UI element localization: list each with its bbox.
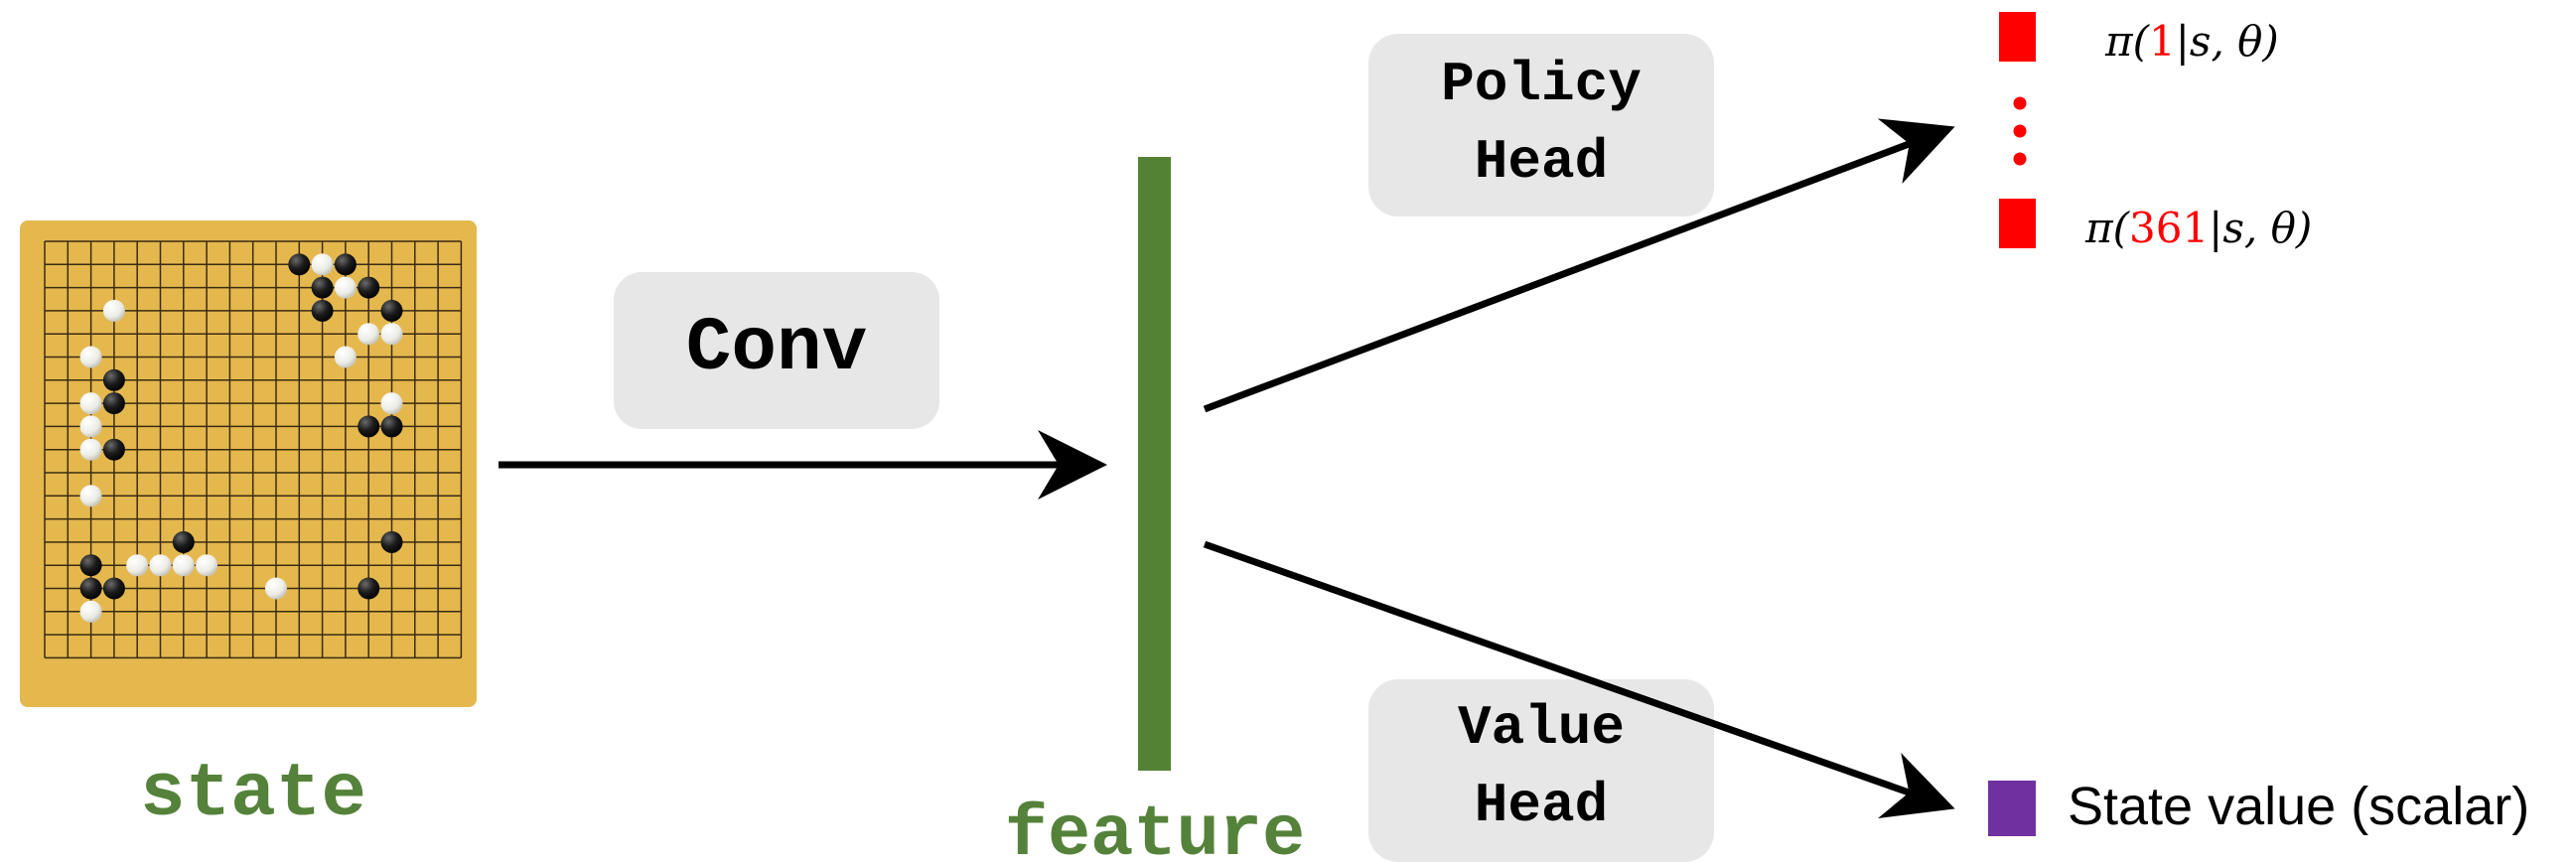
policy-bottom-prefix: π( bbox=[2084, 204, 2131, 252]
ellipsis-dot bbox=[2013, 152, 2027, 166]
white-stone bbox=[79, 600, 102, 623]
policy-output-top: π(1|s, θ) bbox=[2104, 17, 2279, 66]
black-stone bbox=[334, 253, 357, 276]
white-stone bbox=[311, 253, 334, 276]
policy-bottom-suffix: |s, θ) bbox=[2209, 204, 2312, 252]
value-arrow bbox=[1203, 540, 1955, 819]
feature-label: feature bbox=[1005, 794, 1305, 866]
black-stone bbox=[358, 577, 380, 600]
black-stone bbox=[102, 577, 125, 600]
state-value-label: State value (scalar) bbox=[2068, 777, 2529, 836]
go-board-icon bbox=[20, 220, 477, 707]
value-head-line1: Value bbox=[1458, 696, 1625, 760]
black-stone bbox=[79, 554, 102, 577]
white-stone bbox=[196, 554, 218, 577]
black-stone bbox=[358, 415, 380, 438]
black-stone bbox=[288, 253, 311, 276]
white-stone bbox=[265, 577, 287, 600]
policy-bottom-index: 361 bbox=[2129, 204, 2209, 252]
conv-label: Conv bbox=[686, 306, 867, 391]
policy-arrow bbox=[1203, 118, 1955, 413]
red-square-icon bbox=[1999, 199, 2036, 248]
policy-head-box bbox=[1368, 34, 1714, 216]
feature-bar bbox=[1138, 157, 1171, 771]
white-stone bbox=[79, 438, 102, 461]
white-stone bbox=[380, 323, 403, 346]
white-stone bbox=[358, 323, 380, 346]
purple-square-icon bbox=[1988, 781, 2036, 836]
black-stone bbox=[380, 299, 403, 322]
black-stone bbox=[172, 530, 195, 553]
white-stone bbox=[334, 346, 357, 368]
state-label: state bbox=[140, 752, 366, 837]
white-stone bbox=[334, 276, 357, 299]
white-stone bbox=[79, 346, 102, 368]
white-stone bbox=[79, 392, 102, 415]
policy-top-prefix: π( bbox=[2104, 17, 2151, 66]
white-stone bbox=[172, 554, 195, 577]
black-stone bbox=[102, 368, 125, 391]
white-stone bbox=[149, 554, 172, 577]
black-stone bbox=[102, 392, 125, 415]
red-square-icon bbox=[1999, 12, 2036, 62]
black-stone bbox=[79, 577, 102, 600]
policy-head-line2: Head bbox=[1475, 130, 1608, 194]
black-stone bbox=[380, 530, 403, 553]
value-head-box bbox=[1368, 679, 1714, 862]
black-stone bbox=[380, 415, 403, 438]
policy-top-suffix: |s, θ) bbox=[2176, 17, 2279, 66]
white-stone bbox=[102, 299, 125, 322]
ellipsis-dot bbox=[2013, 124, 2027, 138]
black-stone bbox=[311, 276, 334, 299]
policy-output-bottom: π(361|s, θ) bbox=[2084, 204, 2312, 252]
policy-top-index: 1 bbox=[2149, 17, 2176, 66]
black-stone bbox=[311, 299, 334, 322]
policy-ellipsis bbox=[2013, 96, 2027, 166]
value-head-line2: Head bbox=[1475, 774, 1608, 837]
white-stone bbox=[380, 392, 403, 415]
white-stone bbox=[79, 415, 102, 438]
conv-box bbox=[614, 272, 939, 429]
policy-head-line1: Policy bbox=[1441, 53, 1642, 116]
ellipsis-dot bbox=[2013, 96, 2027, 110]
black-stone bbox=[358, 276, 380, 299]
white-stone bbox=[79, 485, 102, 507]
white-stone bbox=[126, 554, 149, 577]
board-stones bbox=[79, 253, 403, 623]
black-stone bbox=[102, 438, 125, 461]
